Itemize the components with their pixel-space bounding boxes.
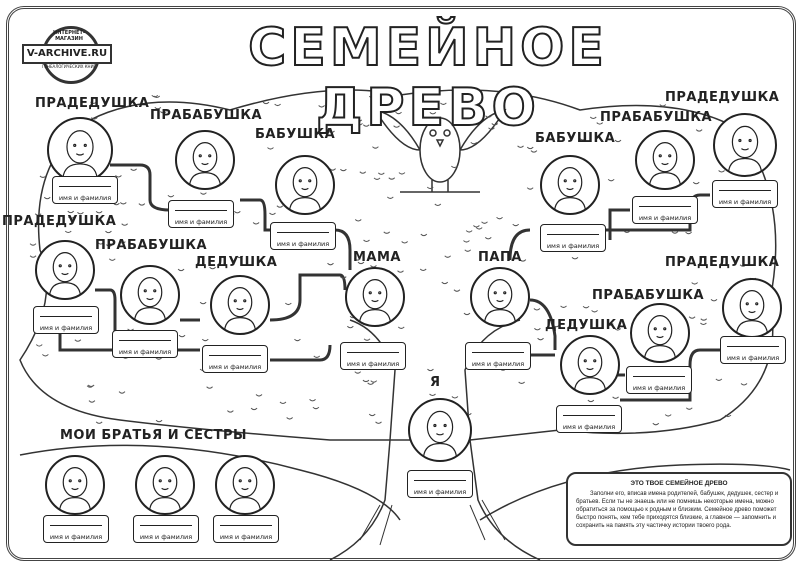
name-caption: имя и фамилия: [58, 194, 112, 202]
name-caption: имя и фамилия: [139, 533, 193, 541]
person-face-icon: [59, 467, 91, 511]
name-field[interactable]: имя и фамилия: [112, 330, 178, 358]
name-caption: имя и фамилия: [49, 533, 103, 541]
member-label: ПРАДЕДУШКА: [665, 255, 780, 270]
portrait: [275, 155, 335, 215]
portrait: [210, 275, 270, 335]
name-field[interactable]: имя и фамилия: [712, 180, 778, 208]
name-field[interactable]: имя и фамилия: [632, 196, 698, 224]
name-field[interactable]: имя и фамилия: [270, 222, 336, 250]
member-label: ПРАБАБУШКА: [150, 108, 263, 123]
name-caption: имя и фамилия: [174, 218, 228, 226]
portrait: [175, 130, 235, 190]
member-label: БАБУШКА: [535, 131, 616, 146]
person-face-icon: [554, 167, 586, 211]
portrait: [215, 455, 275, 515]
page-border: [6, 6, 796, 561]
person-face-icon: [289, 167, 321, 211]
portrait: [635, 130, 695, 190]
person-face-icon: [649, 142, 681, 186]
name-caption: имя и фамилия: [726, 354, 780, 362]
member-label: Я: [430, 375, 441, 390]
name-field[interactable]: имя и фамилия: [407, 470, 473, 498]
member-label: МАМА: [353, 250, 401, 265]
portrait: [120, 265, 180, 325]
name-caption: имя и фамилия: [638, 214, 692, 222]
name-field[interactable]: имя и фамилия: [52, 176, 118, 204]
name-field[interactable]: имя и фамилия: [626, 366, 692, 394]
member-label: ДЕДУШКА: [195, 255, 278, 270]
name-caption: имя и фамилия: [632, 384, 686, 392]
person-face-icon: [727, 125, 763, 173]
name-field[interactable]: имя и фамилия: [202, 345, 268, 373]
person-face-icon: [644, 315, 676, 359]
name-caption: имя и фамилия: [346, 360, 400, 368]
name-caption: имя и фамилия: [219, 533, 273, 541]
portrait: [135, 455, 195, 515]
member-label: ПАПА: [478, 250, 522, 265]
portrait: [45, 455, 105, 515]
portrait: [345, 267, 405, 327]
person-face-icon: [736, 290, 768, 334]
name-field[interactable]: имя и фамилия: [43, 515, 109, 543]
name-caption: имя и фамилия: [718, 198, 772, 206]
portrait: [47, 117, 113, 183]
name-caption: имя и фамилия: [471, 360, 525, 368]
name-field[interactable]: имя и фамилия: [720, 336, 786, 364]
member-label: ПРАБАБУШКА: [600, 110, 713, 125]
person-face-icon: [62, 130, 98, 178]
person-face-icon: [229, 467, 261, 511]
portrait: [540, 155, 600, 215]
info-heading: ЭТО ТВОЕ СЕМЕЙНОЕ ДРЕВО: [630, 480, 728, 487]
person-face-icon: [149, 467, 181, 511]
name-field[interactable]: имя и фамилия: [168, 200, 234, 228]
info-panel: ЭТО ТВОЕ СЕМЕЙНОЕ ДРЕВО Заполни его, впи…: [566, 472, 792, 546]
name-field[interactable]: имя и фамилия: [465, 342, 531, 370]
portrait: [35, 240, 95, 300]
person-face-icon: [224, 287, 256, 331]
portrait: [470, 267, 530, 327]
name-caption: имя и фамилия: [413, 488, 467, 496]
info-text: Заполни его, вписав имена родителей, баб…: [576, 491, 779, 529]
person-face-icon: [134, 277, 166, 321]
page-title: СЕМЕЙНОЕ ДРЕВО: [247, 17, 608, 139]
member-label: ПРАБАБУШКА: [592, 288, 705, 303]
name-field[interactable]: имя и фамилия: [213, 515, 279, 543]
member-label: ПРАБАБУШКА: [95, 238, 208, 253]
siblings-label: МОИ БРАТЬЯ И СЕСТРЫ: [60, 428, 247, 443]
member-label: ПРАДЕДУШКА: [2, 214, 117, 229]
name-caption: имя и фамилия: [118, 348, 172, 356]
logo-badge: ИНТЕРНЕТ-МАГАЗИН V-ARCHIVE.RU ГЕНЕАЛОГИЧ…: [22, 26, 114, 84]
portrait: [713, 113, 777, 177]
person-face-icon: [49, 252, 81, 296]
person-face-icon: [189, 142, 221, 186]
name-caption: имя и фамилия: [276, 240, 330, 248]
member-label: БАБУШКА: [255, 127, 336, 142]
name-field[interactable]: имя и фамилия: [340, 342, 406, 370]
portrait: [560, 335, 620, 395]
name-field[interactable]: имя и фамилия: [540, 224, 606, 252]
bird-icon: [373, 108, 507, 193]
name-caption: имя и фамилия: [546, 242, 600, 250]
person-face-icon: [574, 347, 606, 391]
portrait: [408, 398, 472, 462]
name-caption: имя и фамилия: [562, 423, 616, 431]
portrait: [722, 278, 782, 338]
name-caption: имя и фамилия: [39, 324, 93, 332]
person-face-icon: [359, 279, 391, 323]
member-label: ПРАДЕДУШКА: [35, 96, 150, 111]
person-face-icon: [422, 410, 458, 458]
portrait: [630, 303, 690, 363]
name-field[interactable]: имя и фамилия: [556, 405, 622, 433]
member-label: ПРАДЕДУШКА: [665, 90, 780, 105]
logo-text: V-ARCHIVE.RU: [22, 44, 112, 64]
member-label: ДЕДУШКА: [545, 318, 628, 333]
name-caption: имя и фамилия: [208, 363, 262, 371]
name-field[interactable]: имя и фамилия: [33, 306, 99, 334]
name-field[interactable]: имя и фамилия: [133, 515, 199, 543]
person-face-icon: [484, 279, 516, 323]
